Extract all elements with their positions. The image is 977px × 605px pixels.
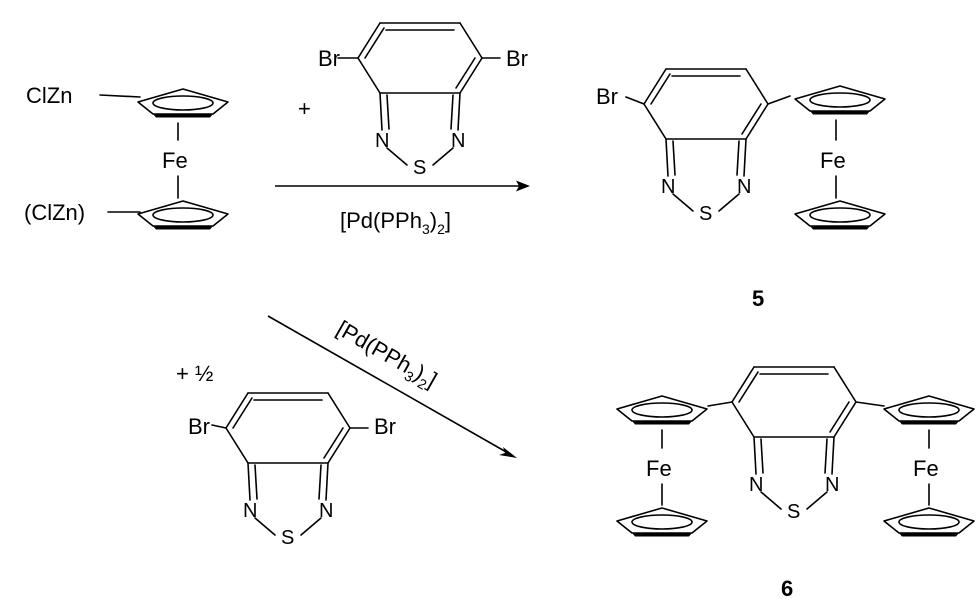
- iron-label-left-6: Fe: [646, 456, 672, 481]
- btd-cp-bond-5: [767, 95, 791, 105]
- br-label-right-bottom: Br: [374, 414, 396, 439]
- n-label-left-bottom: N: [243, 500, 257, 522]
- dibromo-btd-reagent-top: Br Br N N S: [318, 22, 528, 179]
- cp-ring-top-right-6: [883, 395, 975, 426]
- cp-ring-bottom-right-6: [883, 507, 975, 538]
- n-label-left-5: N: [661, 176, 675, 198]
- cp-ring-top: [137, 88, 229, 119]
- s-label-5: S: [699, 203, 712, 225]
- iron-label: Fe: [162, 148, 188, 173]
- reaction-arrow-1: [Pd(PPh3)2]: [275, 180, 530, 237]
- clzn-label-top: ClZn: [26, 83, 72, 108]
- cp-ring-top-5: [794, 85, 886, 116]
- product-5: Br N N S Fe 5: [596, 68, 886, 311]
- catalyst-label-1: [Pd(PPh3)2]: [340, 208, 451, 237]
- compound-number-6: 6: [781, 576, 793, 601]
- cp-ring-top-left-6: [616, 395, 708, 426]
- br-label-left-bottom: Br: [188, 414, 210, 439]
- plus-half-label: + ½: [176, 361, 213, 386]
- btd-cp-bond-left-6: [707, 401, 733, 407]
- ferrocenyl-zinc-reagent: ClZn Fe (ClZn): [24, 83, 229, 231]
- n-label-right-5: N: [737, 176, 751, 198]
- s-label-bottom: S: [281, 527, 294, 549]
- br-bond-left-bottom: [211, 424, 227, 429]
- iron-label-right-6: Fe: [913, 456, 939, 481]
- btd-cp-bond-right-6: [855, 401, 885, 407]
- cp-ring-bottom: [137, 200, 229, 231]
- s-label-top: S: [413, 157, 426, 179]
- n-label-left-6: N: [749, 474, 763, 496]
- dibromo-btd-reagent-bottom: Br Br N N S: [188, 392, 396, 549]
- zn-cp-bond-top: [99, 94, 141, 98]
- cp-ring-bottom-left-6: [616, 507, 708, 538]
- n-label-right-top: N: [451, 130, 465, 152]
- product-6: N N S Fe Fe 6: [616, 366, 975, 601]
- compound-number-5: 5: [752, 286, 764, 311]
- n-label-left-top: N: [375, 130, 389, 152]
- s-label-6: S: [787, 501, 800, 523]
- br-label-right-top: Br: [506, 46, 528, 71]
- clzn-label-bottom: (ClZn): [24, 200, 85, 225]
- br-label-5: Br: [596, 84, 618, 109]
- br-bond-5: [625, 96, 645, 105]
- n-label-right-6: N: [825, 474, 839, 496]
- plus-sign: +: [298, 96, 311, 121]
- cp-ring-bottom-5: [794, 200, 886, 231]
- n-label-right-bottom: N: [319, 500, 333, 522]
- br-label-left-top: Br: [318, 46, 340, 71]
- iron-label-5: Fe: [820, 148, 846, 173]
